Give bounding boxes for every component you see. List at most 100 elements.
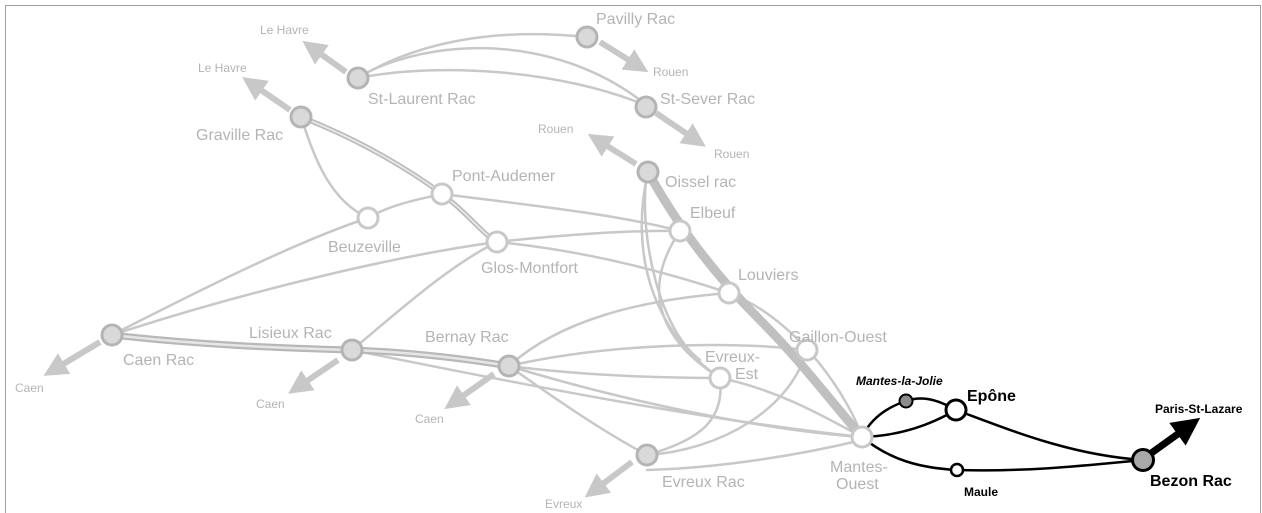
node-evreux-est [708,366,732,390]
grey-nodes [100,25,660,467]
node-mantes-la-jolie [898,393,914,409]
line-evreuxrac-mantes [645,438,864,472]
label-lisieux: Lisieux Rac [249,325,332,342]
line-beuzeville-pontaudemer [366,192,444,220]
line-pontaudemer-elbeuf [440,192,682,233]
grey-lines [110,32,864,472]
label-epone: Epône [967,388,1016,405]
line-evreuxrac-bernay [507,364,649,457]
black-nodes [898,393,1155,478]
line-oissel-evreuxest [640,170,722,380]
label-caen-1: Caen [15,381,44,395]
node-louviers [717,281,741,305]
label-pavilly: Pavilly Rac [596,11,675,28]
node-pont-audemer [430,182,454,206]
node-graville [289,105,313,129]
node-st-laurent [346,66,370,90]
node-oissel [636,160,660,184]
label-mantes-la-jolie: Mantes-la-Jolie [856,374,943,388]
arrow-le-havre-1 [302,40,348,75]
node-gaillon [795,338,819,362]
label-bernay: Bernay Rac [425,329,509,346]
label-elbeuf: Elbeuf [690,205,736,222]
node-bernay [497,354,521,378]
node-st-sever [634,95,658,119]
label-rouen-3: Rouen [714,147,749,161]
label-oissel: Oissel rac [665,174,736,191]
label-gaillon: Gaillon-Ouest [789,329,887,346]
node-mantes-ouest [850,425,874,449]
line-evreuxest-mantes [718,376,864,439]
arrow-rouen-2 [654,110,706,147]
node-caen-rac [100,323,124,347]
node-epone [944,398,968,422]
label-beuzeville: Beuzeville [328,239,401,256]
line-maule-bezon [955,458,1145,472]
label-le-havre-2: Le Havre [198,61,247,75]
line-glos-elbeuf [495,229,682,244]
line-bernay-evreuxest [507,364,722,380]
label-le-havre-1: Le Havre [260,23,309,37]
line-pavilly-stsever [370,46,642,102]
node-maule [949,462,965,478]
label-st-laurent: St-Laurent Rac [368,91,476,108]
black-lines [860,397,1145,472]
line-elbeuf-evreuxest [658,229,722,380]
arrow-le-havre-2 [242,77,292,113]
label-evreux-est-1: Evreux- [705,349,760,366]
label-maule: Maule [964,485,998,499]
line-mantes-epone [860,408,958,439]
node-pavilly [575,25,599,49]
node-elbeuf [668,219,692,243]
arrow-rouen-1 [598,39,649,73]
arrow-caen-2 [288,357,340,394]
label-pont-audemer: Pont-Audemer [452,168,556,185]
black-labels: Mantes-la-Jolie Epône Paris-St-Lazare Ma… [856,374,1243,499]
node-lisieux [340,338,364,362]
arrow-caen-1 [43,339,102,376]
label-graville: Graville Rac [196,127,283,144]
label-rouen-1: Rouen [653,65,688,79]
line-caen-beuzeville [110,216,370,337]
arrow-evreux [584,459,634,498]
line-caen-lisieux-inner [110,333,354,352]
line-glos-louviers [495,240,731,295]
grey-arrows [43,39,706,498]
label-paris: Paris-St-Lazare [1155,402,1243,416]
line-lisieux-mantes [350,348,864,439]
node-evreux-rac [635,443,659,467]
node-bezon [1131,448,1155,472]
line-graville-beuzeville [299,115,370,220]
line-epone-bezon [954,408,1145,462]
label-evreux-rac: Evreux Rac [662,474,745,491]
label-caen-2: Caen [256,397,285,411]
label-evreux: Evreux [545,497,582,511]
line-lisieux-bernay-inner [350,348,511,368]
label-mantes-ouest-1: Mantes- [830,459,888,476]
arrow-paris [1147,417,1201,457]
line-caen-glos [110,240,499,337]
node-beuzeville [356,206,380,230]
line-lisieux-glos [350,240,499,352]
node-glos-montfort [485,230,509,254]
label-bezon: Bezon Rac [1150,473,1232,490]
label-louviers: Louviers [738,267,798,284]
label-st-sever: St-Sever Rac [660,91,755,108]
line-bernay-louviers [507,291,731,368]
arrow-caen-3 [444,371,496,410]
label-mantes-ouest-2: Ouest [836,476,879,493]
label-evreux-est-2: Est [735,366,759,383]
grey-open-nodes [356,182,874,449]
line-stlaurent-stsever [356,68,647,107]
line-louviers-mantes-a [727,291,864,439]
frame-border [5,5,1261,513]
line-evreuxrac-evreuxest [645,376,722,457]
line-evreuxrac-gaillon [645,348,809,457]
label-caen-3: Caen [415,412,444,426]
label-rouen-2: Rouen [538,122,573,136]
arrow-rouen-3 [587,133,638,167]
grey-labels: Pavilly Rac Le Havre Le Havre Rouen St-L… [15,11,888,511]
label-glos-montfort: Glos-Montfort [481,260,578,277]
label-caen-rac: Caen Rac [123,352,194,369]
